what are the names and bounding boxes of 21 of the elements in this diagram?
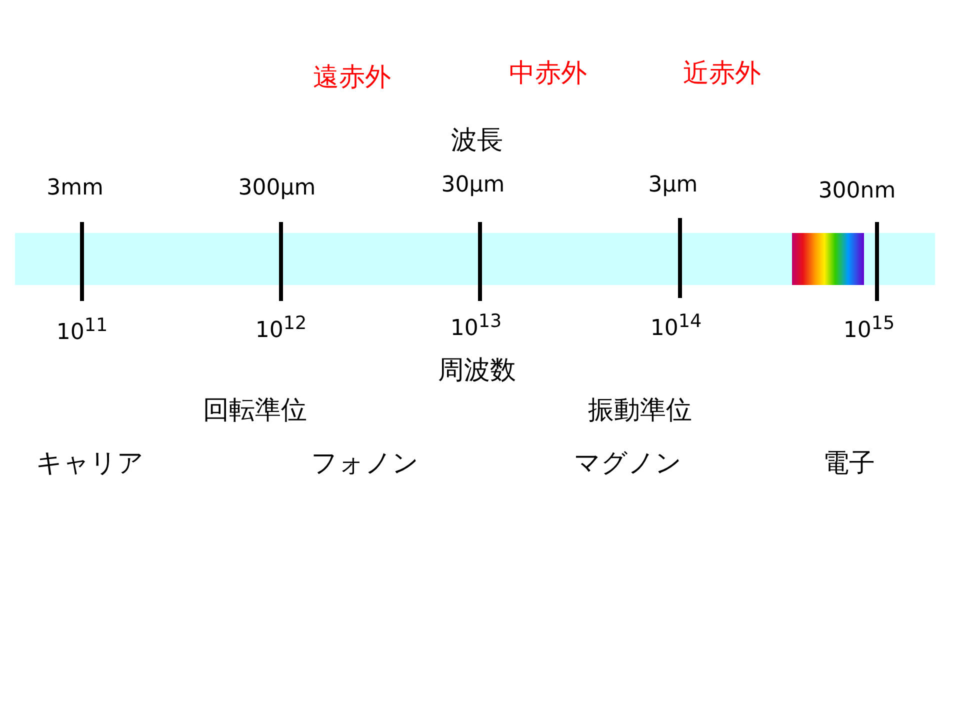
wavelength-value: 300nm	[818, 178, 896, 204]
wave-band-label: 遠赤外	[313, 62, 391, 94]
excitation-label: キャリア	[36, 448, 144, 480]
wavelength-value: 3μm	[648, 172, 698, 198]
axis-title: 波長	[451, 124, 503, 158]
wavelength-value: 30μm	[441, 172, 505, 198]
level-label: 回転準位	[203, 394, 307, 428]
frequency-value: 10$^{13}$	[450, 310, 502, 342]
frequency-value: 10$^{15}$	[843, 312, 895, 344]
wavelength-value: 3mm	[46, 176, 104, 200]
frequency-value: 10$^{14}$	[650, 310, 702, 342]
wave-band-label: 中赤外	[509, 58, 587, 90]
frequency-value: 10$^{11}$	[56, 314, 108, 346]
wave-band-label: 近赤外	[683, 58, 761, 90]
excitation-label: 電子	[823, 448, 875, 480]
excitation-label: フォノン	[311, 448, 419, 480]
frequency-value: 10$^{12}$	[255, 312, 307, 344]
wavelength-value: 300μm	[238, 176, 316, 200]
excitation-label: マグノン	[574, 448, 682, 480]
axis-title: 周波数	[438, 354, 516, 388]
level-label: 振動準位	[588, 394, 692, 428]
